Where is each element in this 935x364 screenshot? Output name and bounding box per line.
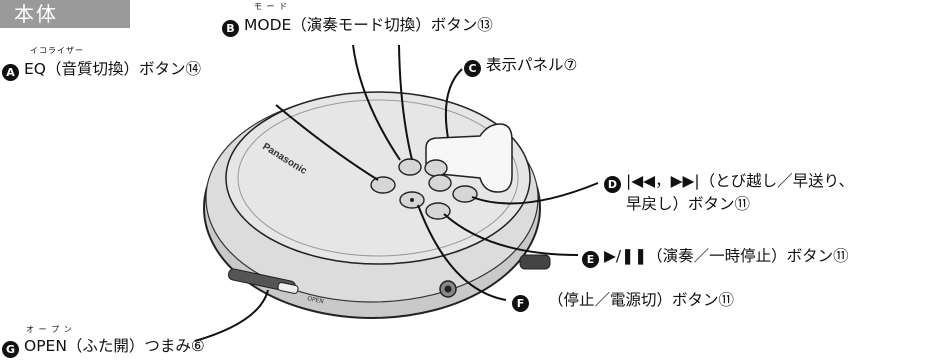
leader-line-E xyxy=(443,213,579,256)
label-B: B MODE（演奏モード切換）ボタン⑬ xyxy=(222,15,493,37)
badge-D: D xyxy=(604,176,621,193)
badge-A: A xyxy=(2,64,19,81)
label-A-text: EQ（音質切換）ボタン⑭ xyxy=(24,60,201,78)
section-tag: 本体 xyxy=(0,0,130,28)
label-A: A EQ（音質切換）ボタン⑭ xyxy=(2,59,201,81)
label-D-cont: 早戻し）ボタン⑪ xyxy=(626,194,750,214)
leader-line-D xyxy=(471,182,599,205)
eq-button xyxy=(370,176,396,194)
label-D-line1: |◀◀，▶▶|（とび越し／早送り、 xyxy=(626,172,855,190)
top-button xyxy=(424,159,448,177)
label-B-text: MODE（演奏モード切換）ボタン⑬ xyxy=(244,16,493,34)
label-F: F （停止／電源切）ボタン⑪ xyxy=(512,290,734,312)
label-C-text: 表示パネル⑦ xyxy=(486,56,578,74)
badge-F: F xyxy=(512,295,529,312)
label-D: D |◀◀，▶▶|（とび越し／早送り、 xyxy=(604,171,854,193)
label-E-text: ▶/❚❚（演奏／一時停止）ボタン⑪ xyxy=(604,247,849,265)
center-button xyxy=(428,174,452,192)
ruby-open: オ ー プ ン xyxy=(26,325,73,334)
label-D-line2: 早戻し）ボタン⑪ xyxy=(626,195,751,213)
headphone-jack xyxy=(439,254,551,298)
leader-line-B2 xyxy=(398,44,413,161)
badge-E: E xyxy=(582,251,599,268)
label-F-text: （停止／電源切）ボタン⑪ xyxy=(548,291,735,309)
leader-line-A xyxy=(275,104,379,181)
ruby-mode: モ ー ド xyxy=(254,2,289,11)
badge-C: C xyxy=(464,60,481,77)
label-E: E ▶/❚❚（演奏／一時停止）ボタン⑪ xyxy=(582,246,849,268)
leader-line-F xyxy=(417,204,507,301)
open-slider-label: OPEN xyxy=(307,295,325,305)
mode-button xyxy=(398,158,422,176)
leader-line-G xyxy=(194,289,269,342)
skip-button xyxy=(452,185,478,203)
label-G: G OPEN（ふた開）つまみ⑥ xyxy=(2,336,205,358)
ruby-eq: イコライザー xyxy=(30,46,84,55)
badge-G: G xyxy=(2,341,19,358)
badge-B: B xyxy=(222,20,239,37)
label-C: C 表示パネル⑦ xyxy=(464,55,577,77)
label-G-text: OPEN（ふた開）つまみ⑥ xyxy=(24,337,205,355)
open-slider xyxy=(227,268,299,294)
leader-line-C xyxy=(444,68,463,139)
leader-line-B xyxy=(352,44,401,161)
